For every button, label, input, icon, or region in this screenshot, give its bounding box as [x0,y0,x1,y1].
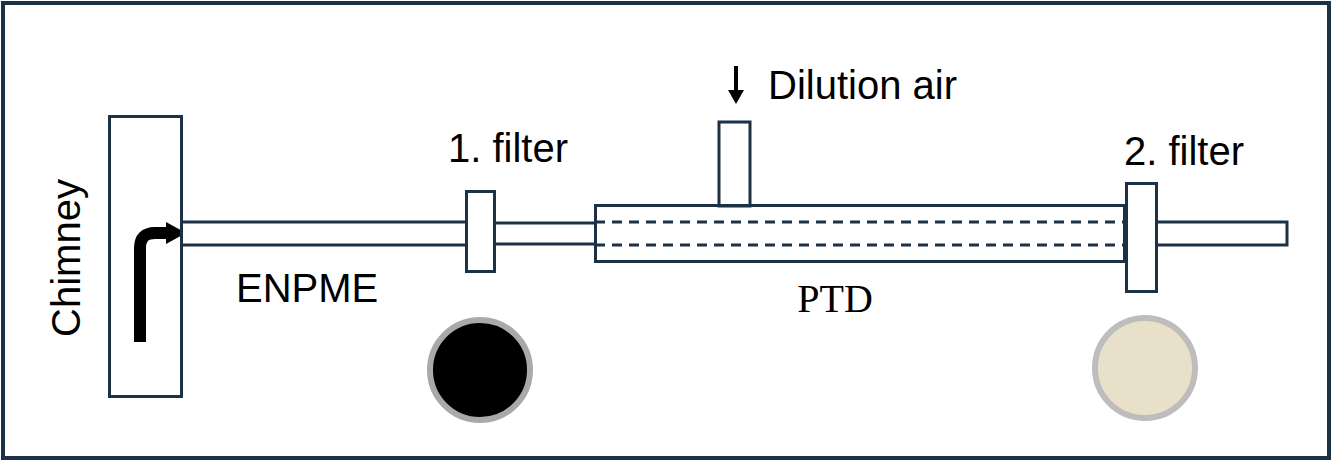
node-label: PTD [797,277,873,321]
tube-wall [496,222,594,246]
filter-box: 1. filter [465,190,496,273]
node-label: 1. filter [448,126,568,170]
flow-arrow [140,233,168,342]
dilution-arrow [734,66,738,92]
inlet-label: Dilution air [768,63,957,107]
sampling-tube [496,233,594,234]
dilution-arrow-head [728,90,744,104]
filter-sample-clean [1095,318,1195,418]
ptd-box: PTD [594,204,1126,263]
porous-tube [595,244,1125,247]
chimney-box: Chimney [108,115,183,398]
sampling-tube [183,233,465,234]
dilution-inlet [719,122,750,206]
filter-box: 2. filter [1125,182,1158,293]
frame [3,3,1329,458]
tube-bore [496,225,594,243]
node-label: Chimney [44,179,88,337]
filter-sample-black [430,320,530,420]
node-label: 2. filter [1124,129,1244,173]
tube-label: ENPME [236,266,378,310]
exit-pipe [1157,222,1287,245]
tube-bore [183,224,465,244]
tube-wall [183,221,465,247]
porous-tube [595,221,1125,224]
